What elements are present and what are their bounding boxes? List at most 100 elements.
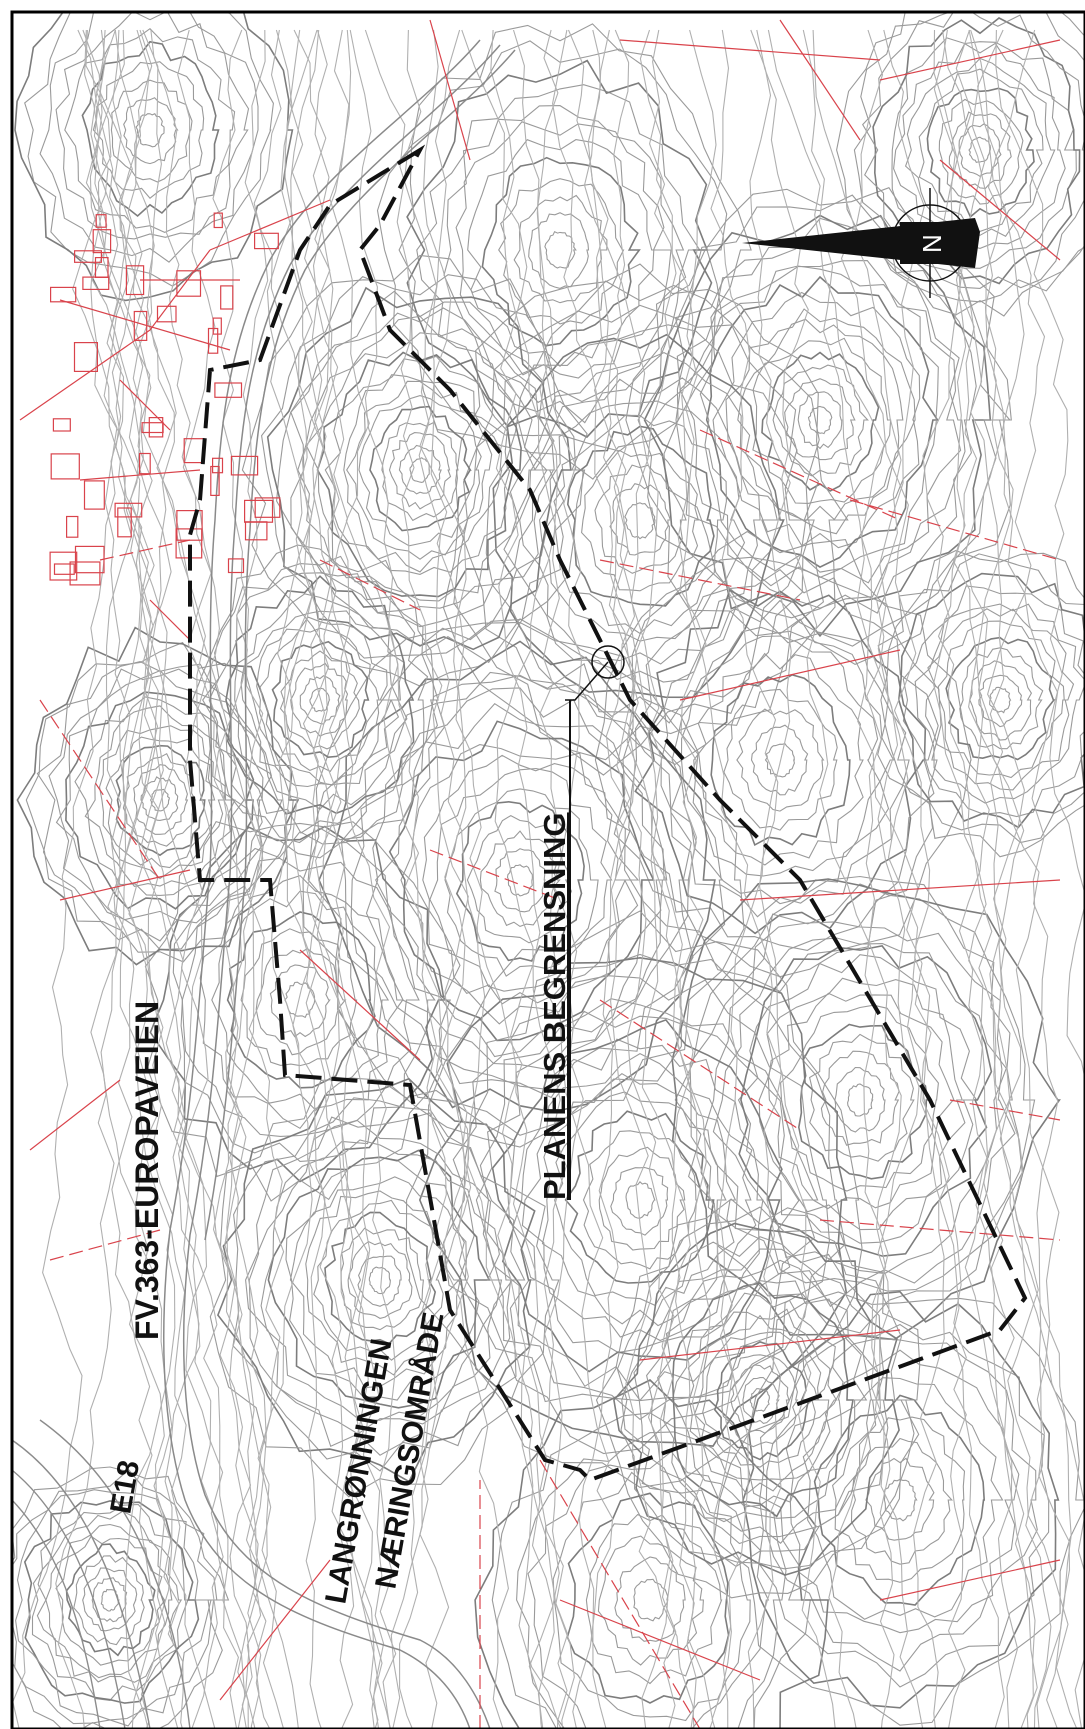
building-outline (73, 342, 98, 373)
property-line (429, 19, 471, 161)
contour-line (679, 29, 717, 1729)
contour-line (693, 652, 864, 866)
building-outline (49, 551, 78, 581)
contour-line (942, 29, 1085, 1729)
contour-line (583, 29, 714, 1729)
contour-line (893, 42, 1066, 249)
contour-line (313, 29, 397, 1729)
contour-line (847, 1083, 874, 1117)
contour-line (416, 84, 701, 424)
contour-line (969, 660, 1033, 741)
contour-line (597, 1535, 704, 1666)
contour-line (211, 890, 390, 1112)
building-outline (213, 212, 223, 229)
contour-line (422, 754, 627, 1005)
contour-line (81, 40, 220, 218)
contour-line (398, 40, 728, 452)
contour-line (807, 405, 833, 435)
contour-line (802, 1377, 1004, 1620)
contour-line (628, 568, 939, 951)
contour-line (140, 776, 179, 821)
contour-line (14, 12, 294, 302)
building-outline (141, 422, 164, 434)
contour-line (305, 1190, 460, 1376)
contour-line (544, 230, 577, 269)
property-line (59, 299, 231, 351)
building-outline (244, 521, 268, 541)
contour-line (639, 29, 836, 1729)
contour-line (567, 29, 639, 1729)
building-outline (254, 232, 279, 250)
building-outline (210, 465, 220, 496)
contour-line (430, 29, 509, 1729)
building-outline (176, 270, 202, 297)
property-line (29, 1079, 121, 1151)
contour-line (671, 1282, 854, 1518)
contour-line (834, 1066, 886, 1133)
building-outline (69, 561, 101, 586)
property-line (879, 39, 1061, 81)
contour-line (797, 391, 843, 450)
contour-line (850, 1437, 954, 1565)
contour-line (877, 29, 950, 1729)
contour-line (396, 29, 469, 1729)
property-line (879, 1559, 1061, 1601)
building-outline (73, 250, 102, 263)
property-line (209, 199, 331, 251)
contour-line (643, 214, 992, 638)
contour-line (737, 954, 978, 1244)
contour-line (405, 910, 863, 1488)
building-outline (52, 418, 71, 432)
contour-line (784, 378, 856, 461)
contour-line (831, 1416, 966, 1583)
contour-line (721, 1354, 799, 1448)
contour-line (409, 457, 430, 483)
contour-line (756, 29, 902, 1729)
property-line (619, 39, 881, 61)
contour-line (144, 820, 461, 1202)
property-line (699, 429, 901, 521)
contour-line (90, 29, 267, 1729)
building-outline (212, 457, 224, 474)
contour-line (213, 29, 285, 1729)
contour-line (539, 400, 746, 642)
contour-line (512, 29, 584, 1729)
contour-line (958, 123, 1002, 177)
building-outline (117, 507, 132, 538)
contour-line (105, 29, 216, 1729)
contour-line (581, 449, 700, 592)
contour-line (705, 275, 939, 569)
property-line (79, 469, 201, 481)
contour-line (853, 29, 924, 1729)
contour-line (388, 432, 452, 510)
property-line (149, 249, 211, 331)
contour-line (918, 68, 1044, 232)
contour-line (84, 705, 236, 888)
contour-line (752, 337, 892, 504)
building-outline (83, 480, 105, 510)
building-outline (125, 265, 145, 296)
north-arrow-letter: N (917, 234, 947, 253)
contour-line (922, 29, 1019, 1729)
contour-line (259, 627, 380, 773)
property-line (99, 539, 191, 561)
contour-line (527, 1450, 770, 1729)
contour-line (736, 708, 825, 812)
contour-line (48, 668, 272, 942)
contour-line (594, 464, 687, 574)
contour-line (758, 1323, 1050, 1688)
contour-line (133, 764, 189, 835)
contour-line (713, 1291, 1085, 1726)
contour-line (245, 1119, 514, 1435)
contour-line (802, 29, 920, 1729)
contour-line (872, 17, 1081, 285)
contour-line (595, 1198, 921, 1599)
building-outline (133, 310, 148, 341)
property-line (149, 599, 191, 641)
contour-line (742, 1376, 780, 1425)
contour-line (598, 1146, 686, 1251)
contour-line (89, 29, 184, 1729)
contour-line (552, 29, 695, 1729)
contour-line (767, 29, 967, 1729)
label-fv363: FV.363-EUROPAVEIEN (129, 1001, 165, 1340)
